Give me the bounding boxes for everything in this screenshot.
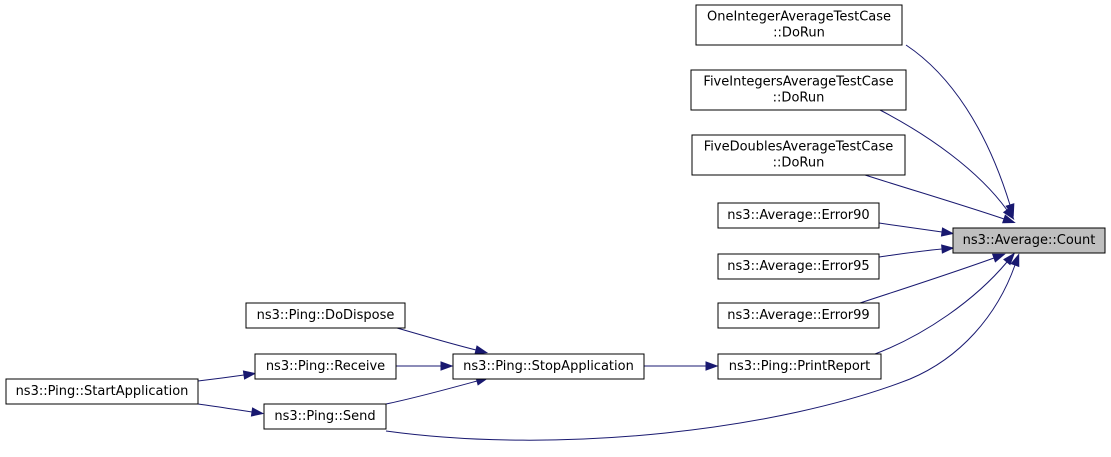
node-count[interactable]: ns3::Average::Count <box>952 227 1106 254</box>
node-five-doubles[interactable]: FiveDoublesAverageTestCase::DoRun <box>691 134 906 176</box>
node-label: ns3::Ping::StopApplication <box>463 359 634 374</box>
edge-send-to-count <box>385 253 1020 441</box>
node-label: ns3::Ping::PrintReport <box>729 359 870 374</box>
edge-line <box>385 380 478 405</box>
node-box <box>263 403 387 430</box>
node-box <box>717 202 880 229</box>
node-label: ns3::Ping::Send <box>274 409 375 424</box>
node-label: ::DoRun <box>773 26 825 41</box>
node-receive[interactable]: ns3::Ping::Receive <box>254 353 397 380</box>
edge-five-doubles-to-count <box>864 174 1016 224</box>
arrowhead-icon <box>991 253 1006 263</box>
edge-line <box>859 257 995 304</box>
edge-line <box>396 327 477 351</box>
edge-line <box>197 403 253 413</box>
node-error99[interactable]: ns3::Average::Error99 <box>717 302 880 329</box>
node-label: ns3::Average::Error95 <box>727 259 869 274</box>
node-label: ns3::Average::Error99 <box>727 308 869 323</box>
node-box <box>695 4 903 46</box>
node-label: FiveIntegersAverageTestCase <box>703 75 893 90</box>
edges-layer <box>197 44 1020 441</box>
edge-one-integer-to-count <box>905 44 1015 217</box>
edge-five-integers-to-count <box>879 109 1015 221</box>
arrowhead-icon <box>705 361 719 371</box>
node-label: ns3::Ping::Receive <box>266 359 385 374</box>
edge-line <box>879 109 1008 211</box>
arrowhead-icon <box>1002 206 1015 221</box>
edge-stop-application-to-print-report <box>644 361 719 371</box>
node-box <box>254 353 397 380</box>
arrowhead-icon <box>440 361 454 371</box>
edge-line <box>874 261 1008 355</box>
node-label: ns3::Ping::DoDispose <box>257 308 395 323</box>
edge-error90-to-count <box>878 222 955 237</box>
edge-line <box>878 248 943 258</box>
arrowhead-icon <box>242 370 257 380</box>
edge-send-to-stop-application <box>385 376 490 405</box>
node-box <box>245 302 406 329</box>
node-label: ::DoRun <box>773 156 825 171</box>
arrowhead-icon <box>940 227 955 237</box>
arrowhead-icon <box>250 407 265 417</box>
node-print-report[interactable]: ns3::Ping::PrintReport <box>717 353 882 380</box>
arrowhead-icon <box>1010 253 1020 268</box>
arrowhead-icon <box>941 244 955 254</box>
edge-start-application-to-receive <box>197 370 257 382</box>
node-send[interactable]: ns3::Ping::Send <box>263 403 387 430</box>
node-box <box>691 134 906 176</box>
edge-line <box>905 44 1011 206</box>
node-box <box>717 353 882 380</box>
node-label: FiveDoublesAverageTestCase <box>704 140 893 155</box>
node-box <box>717 302 880 329</box>
node-label: ns3::Average::Count <box>963 233 1096 248</box>
node-label: ns3::Ping::StartApplication <box>16 384 189 399</box>
arrowhead-icon <box>1003 252 1016 266</box>
edge-line <box>197 374 245 382</box>
node-stop-application[interactable]: ns3::Ping::StopApplication <box>452 353 645 380</box>
node-error95[interactable]: ns3::Average::Error95 <box>717 253 880 280</box>
node-box <box>5 378 199 405</box>
node-box <box>717 253 880 280</box>
node-box <box>452 353 645 380</box>
edge-do-dispose-to-stop-application <box>396 327 489 355</box>
node-error90[interactable]: ns3::Average::Error90 <box>717 202 880 229</box>
node-label: ::DoRun <box>773 91 825 106</box>
node-label: OneIntegerAverageTestCase <box>707 10 891 25</box>
edge-start-application-to-send <box>197 403 265 417</box>
arrowhead-icon <box>474 345 489 355</box>
node-start-application[interactable]: ns3::Ping::StartApplication <box>5 378 199 405</box>
node-five-integers[interactable]: FiveIntegersAverageTestCase::DoRun <box>690 69 907 111</box>
arrowhead-icon <box>1002 214 1016 224</box>
edge-print-report-to-count <box>874 252 1016 355</box>
node-box <box>690 69 907 111</box>
node-one-integer[interactable]: OneIntegerAverageTestCase::DoRun <box>695 4 903 46</box>
edge-line <box>864 174 1005 220</box>
node-label: ns3::Average::Error90 <box>727 208 869 223</box>
edge-error95-to-count <box>878 244 955 258</box>
nodes-layer: ns3::Average::Count OneIntegerAverageTest… <box>5 4 1106 430</box>
node-do-dispose[interactable]: ns3::Ping::DoDispose <box>245 302 406 329</box>
node-box <box>952 227 1106 254</box>
edge-receive-to-stop-application <box>396 361 454 371</box>
edge-line <box>878 222 943 233</box>
edge-line <box>385 264 1016 441</box>
edge-error99-to-count <box>859 253 1006 304</box>
